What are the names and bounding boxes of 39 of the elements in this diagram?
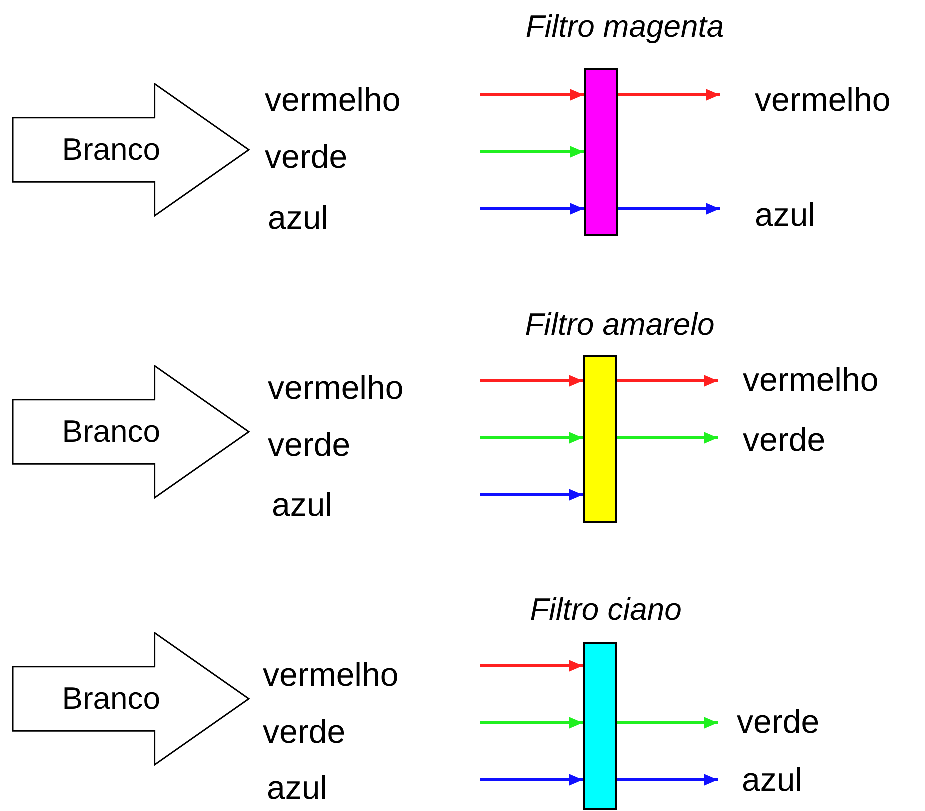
color-label: azul	[267, 769, 328, 807]
arrow	[480, 660, 583, 672]
arrow-label: Branco	[62, 132, 160, 168]
filter-label: Filtro ciano	[530, 592, 682, 628]
block-arrow	[12, 83, 250, 217]
color-label: verde	[265, 138, 348, 176]
arrow	[480, 89, 584, 101]
arrow	[480, 146, 584, 158]
arrow	[618, 89, 720, 101]
block-arrow	[12, 365, 250, 499]
arrow	[480, 432, 583, 444]
filter-label: Filtro amarelo	[525, 307, 715, 343]
color-label: azul	[742, 761, 803, 799]
color-label: azul	[272, 486, 333, 524]
arrow	[480, 717, 583, 729]
color-label: vermelho	[265, 81, 401, 119]
filter-label: Filtro magenta	[526, 9, 724, 45]
arrow	[618, 203, 720, 215]
color-label: verde	[268, 426, 351, 464]
color-label: azul	[755, 196, 816, 234]
color-label: vermelho	[263, 656, 399, 694]
color-label: verde	[737, 703, 820, 741]
color-label: azul	[268, 199, 329, 237]
arrow	[617, 375, 718, 387]
color-label: vermelho	[268, 369, 404, 407]
block-arrow	[12, 632, 250, 766]
color-label: verde	[263, 713, 346, 751]
arrow	[480, 203, 584, 215]
arrow	[617, 432, 718, 444]
arrow	[617, 717, 718, 729]
arrow	[480, 489, 583, 501]
color-label: verde	[743, 421, 826, 459]
arrow-label: Branco	[62, 414, 160, 450]
arrow	[617, 774, 718, 786]
color-label: vermelho	[743, 361, 879, 399]
arrow-label: Branco	[62, 681, 160, 717]
arrow	[480, 375, 583, 387]
color-label: vermelho	[755, 81, 891, 119]
arrow	[480, 774, 583, 786]
